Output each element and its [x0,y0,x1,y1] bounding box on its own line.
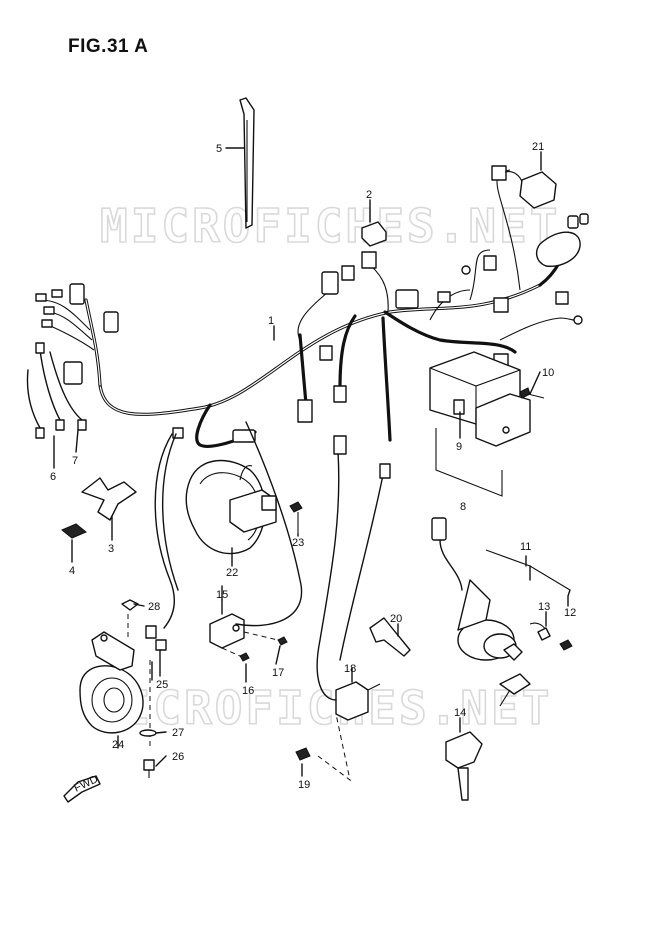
bracket-screws [239,636,288,662]
callout-24: 24 [112,739,124,751]
callout-27: 27 [172,727,184,739]
switch-bracket [209,421,303,657]
cable-tie [225,97,255,229]
fuse [361,199,387,247]
ignition-fasteners [537,627,573,651]
callout-13: 13 [538,601,550,613]
callout-6: 6 [50,471,56,483]
callout-9: 9 [456,441,462,453]
side-stand-switch [316,435,391,782]
ignition-key [499,643,531,707]
callout-2: 2 [366,189,372,201]
callout-14: 14 [454,707,466,719]
harness-connectors [63,251,583,443]
callout-labels: 1 2 3 4 5 6 7 8 9 10 11 12 13 14 15 16 1… [50,141,576,791]
callout-12: 12 [564,607,576,619]
leader-lines [53,325,571,777]
regulator-rectifier [429,351,531,497]
callout-5: 5 [216,143,222,155]
callout-11: 11 [520,541,531,553]
callout-19: 19 [298,779,310,791]
switch-screw [295,747,311,761]
horn [79,614,151,750]
callout-4: 4 [69,565,75,577]
mount-bracket [81,477,137,541]
forward-label: FWD [72,773,100,794]
spare-key [445,717,483,801]
callout-20: 20 [390,613,402,625]
ignition-switch [431,517,571,661]
callout-25: 25 [156,679,168,691]
horn-wires [145,433,179,677]
relay-bolt [289,501,303,534]
callout-26: 26 [172,751,184,763]
callout-28: 28 [148,601,160,613]
callout-18: 18 [344,663,356,675]
callout-1: 1 [268,315,274,327]
figure-title: FIG.31 A [68,36,149,57]
callout-17: 17 [272,667,284,679]
left-wire-terminals [26,289,95,439]
callout-8: 8 [460,501,466,513]
watermark-bottom: MICROFICHES.NET [92,681,552,735]
turn-signal-relay [185,459,277,567]
callout-22: 22 [226,567,238,579]
horn-hardware [121,599,157,778]
forward-arrow-icon: FWD [63,773,101,803]
watermark-top: MICROFICHES.NET [100,199,560,253]
callout-3: 3 [108,543,114,555]
callout-7: 7 [72,455,78,467]
stand-bracket [369,617,411,657]
callout-16: 16 [242,685,254,697]
callout-21: 21 [532,141,544,153]
rubber-pad [61,523,87,563]
starter-relay [491,151,589,267]
callout-10: 10 [542,367,554,379]
callout-23: 23 [292,537,304,549]
